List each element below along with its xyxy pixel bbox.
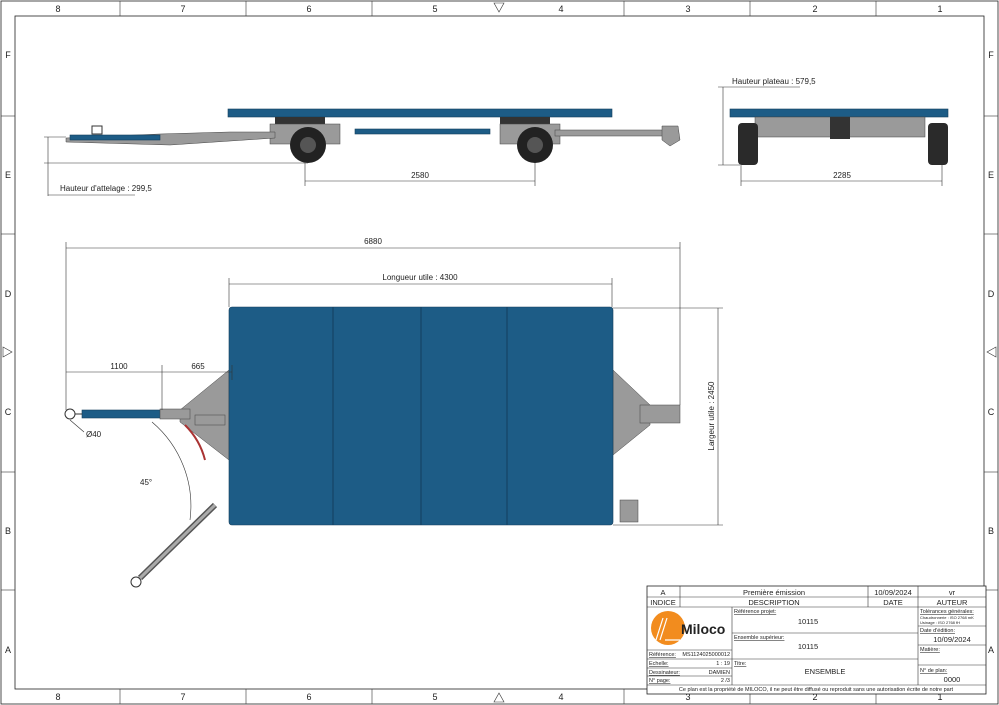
- svg-text:0000: 0000: [944, 675, 961, 684]
- inner-frame: [14, 15, 985, 690]
- svg-text:3: 3: [685, 4, 690, 14]
- svg-text:C: C: [988, 407, 995, 417]
- svg-text:E: E: [988, 170, 994, 180]
- svg-text:Usinage : ISO 2768 f: Usinage : ISO 2768 fH: [920, 620, 960, 625]
- svg-text:2 /3: 2 /3: [721, 678, 730, 684]
- deck-end: [729, 108, 949, 118]
- svg-text:Titre:: Titre:: [734, 661, 747, 667]
- svg-text:5: 5: [432, 692, 437, 702]
- deck-side: [227, 108, 613, 118]
- svg-text:2: 2: [812, 4, 817, 14]
- svg-text:Référence:: Référence:: [649, 652, 676, 658]
- svg-text:D: D: [988, 289, 995, 299]
- svg-text:F: F: [5, 50, 11, 60]
- svg-text:B: B: [988, 526, 994, 536]
- track-width-dimension: 2285: [833, 171, 851, 180]
- svg-text:Première émission: Première émission: [743, 588, 805, 597]
- svg-text:Miloco: Miloco: [681, 621, 725, 637]
- footer-notice: Ce plan est la propriété de MILOCO, il n…: [679, 687, 954, 693]
- svg-text:DATE: DATE: [883, 598, 902, 607]
- drawbar-length-dimension: 1100: [110, 362, 128, 371]
- svg-text:6: 6: [306, 692, 311, 702]
- svg-text:8: 8: [55, 692, 60, 702]
- drawbar-offset-dimension: 665: [191, 362, 205, 371]
- useful-width-label: Largeur utile : 2450: [707, 381, 716, 450]
- svg-text:A: A: [5, 645, 11, 655]
- svg-text:AUTEUR: AUTEUR: [937, 598, 968, 607]
- svg-text:1 : 19: 1 : 19: [716, 661, 730, 667]
- miloco-logo: Miloco: [651, 611, 725, 645]
- svg-text:DESCRIPTION: DESCRIPTION: [748, 598, 799, 607]
- svg-text:Ensemble supérieur:: Ensemble supérieur:: [734, 635, 785, 641]
- svg-text:A: A: [988, 645, 994, 655]
- grid-labels: 8 7 6 5 4 3 2 1 8 7 6 5 4 3 2 1 F E D C B A F E D C B A: [5, 4, 995, 702]
- svg-text:F: F: [988, 50, 994, 60]
- title-block: A Première émission 10/09/2024 vr INDICE…: [646, 585, 987, 695]
- deck-height-label: Hauteur plateau : 579,5: [732, 77, 816, 86]
- svg-text:Dessinateur:: Dessinateur:: [649, 670, 680, 676]
- eye-diameter-label: Ø40: [86, 430, 102, 439]
- svg-text:4: 4: [558, 4, 563, 14]
- svg-text:E: E: [5, 170, 11, 180]
- end-view: Hauteur plateau : 579,5 2285: [718, 77, 949, 186]
- svg-text:4: 4: [558, 692, 563, 702]
- svg-text:C: C: [5, 407, 12, 417]
- svg-text:INDICE: INDICE: [650, 598, 675, 607]
- svg-text:Matière:: Matière:: [920, 647, 940, 653]
- steer-angle-label: 45°: [140, 478, 152, 487]
- svg-text:5: 5: [432, 4, 437, 14]
- svg-text:D: D: [5, 289, 12, 299]
- svg-text:Date d'édition:: Date d'édition:: [920, 628, 955, 634]
- wheelbase-dimension: 2580: [411, 171, 429, 180]
- svg-text:7: 7: [180, 692, 185, 702]
- svg-text:MS1124025000012: MS1124025000012: [682, 652, 730, 658]
- svg-text:2: 2: [812, 692, 817, 702]
- svg-text:Tolérances générales:: Tolérances générales:: [920, 609, 974, 615]
- svg-text:Echelle:: Echelle:: [649, 661, 669, 667]
- svg-text:N° de plan:: N° de plan:: [920, 668, 948, 674]
- drawbar: [81, 409, 163, 419]
- svg-text:7: 7: [180, 4, 185, 14]
- svg-text:8: 8: [55, 4, 60, 14]
- overall-length-dimension: 6880: [364, 237, 382, 246]
- svg-text:6: 6: [306, 4, 311, 14]
- coupling-height-label: Hauteur d'attelage : 299,5: [60, 184, 152, 193]
- svg-text:vr: vr: [949, 588, 956, 597]
- svg-text:3: 3: [685, 692, 690, 702]
- svg-text:DAMIEN: DAMIEN: [709, 670, 730, 676]
- svg-text:10/09/2024: 10/09/2024: [933, 635, 971, 644]
- useful-length-label: Longueur utile : 4300: [382, 273, 458, 282]
- svg-text:10115: 10115: [798, 642, 818, 651]
- svg-text:B: B: [5, 526, 11, 536]
- plan-view: 6880 Longueur utile : 4300 Largeur utile…: [64, 237, 723, 588]
- svg-text:A: A: [660, 588, 665, 597]
- svg-text:1: 1: [937, 4, 942, 14]
- svg-text:ENSEMBLE: ENSEMBLE: [805, 667, 846, 676]
- steered-drawbar: [130, 499, 639, 588]
- svg-text:1: 1: [937, 692, 942, 702]
- side-view: Hauteur d'attelage : 299,5 2580: [44, 108, 681, 196]
- svg-text:10115: 10115: [798, 617, 818, 626]
- svg-text:10/09/2024: 10/09/2024: [874, 588, 912, 597]
- svg-text:Chaudronnerie : ISO 2768 mK: Chaudronnerie : ISO 2768 mK: [920, 615, 974, 620]
- svg-text:N° page:: N° page:: [649, 678, 671, 684]
- svg-text:Référence projet:: Référence projet:: [734, 609, 777, 615]
